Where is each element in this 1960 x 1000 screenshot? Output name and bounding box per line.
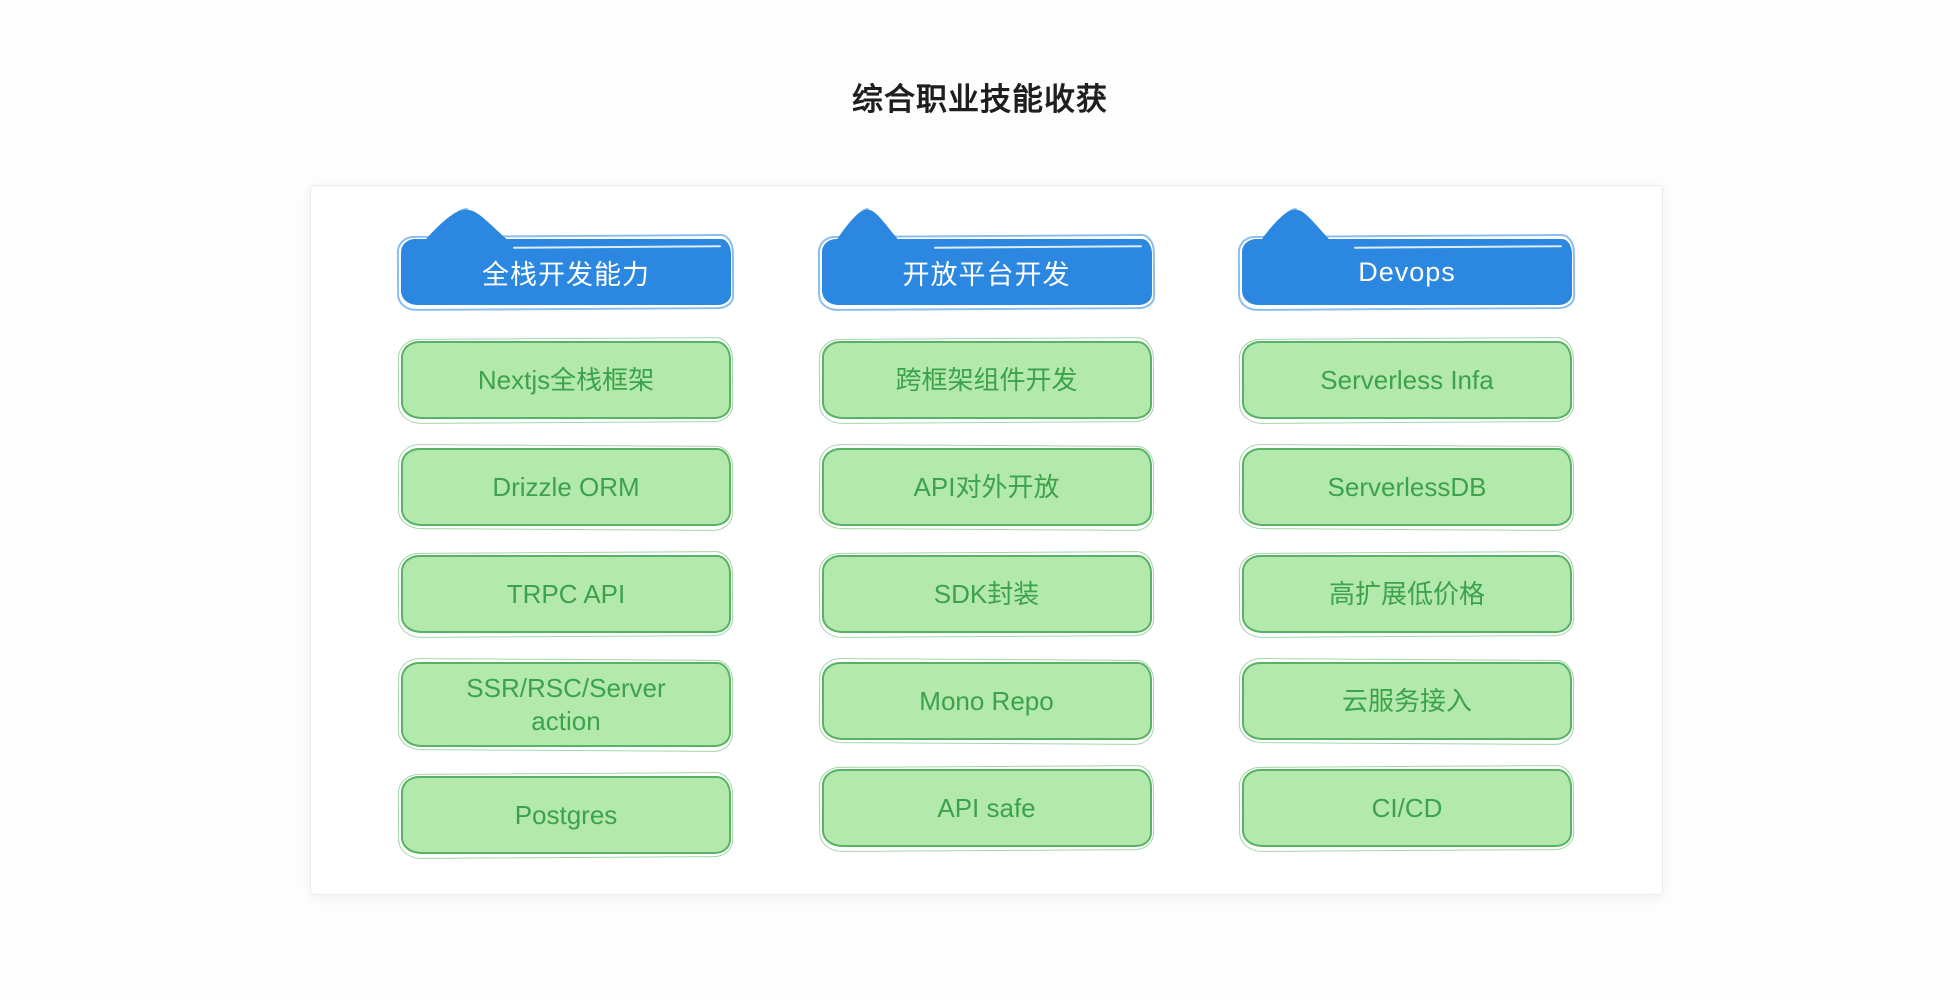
skill-node: 云服务接入 <box>1242 662 1572 740</box>
skill-node: API对外开放 <box>821 448 1152 526</box>
skill-node: CI/CD <box>1242 769 1572 847</box>
page-title: 综合职业技能收获 <box>852 82 1108 117</box>
skill-node: Mono Repo <box>821 662 1152 740</box>
header-bump-shape <box>1257 208 1335 246</box>
skill-node: Postgres <box>401 776 731 854</box>
column-header-label: 开放平台开发 <box>902 259 1071 290</box>
skill-node: Serverless Infa <box>1242 341 1572 419</box>
skill-node: 跨框架组件开发 <box>821 341 1152 419</box>
skill-node-label: 云服务接入 <box>1341 685 1472 716</box>
skill-node-label: Postgres <box>514 799 618 830</box>
column-header-devops: Devops <box>1242 208 1572 305</box>
skill-column-openplatform: 开放平台开发 跨框架组件开发 API对外开放 SDK封装 Mono Repo A… <box>821 186 1152 894</box>
skill-node-label: CI/CD <box>1371 792 1443 823</box>
skill-node: Drizzle ORM <box>401 448 731 526</box>
skills-card: 全栈开发能力 Nextjs全栈框架 Drizzle ORM TRPC API S… <box>310 185 1663 895</box>
skill-box-list: 跨框架组件开发 API对外开放 SDK封装 Mono Repo API safe <box>821 341 1152 847</box>
column-header-label: Devops <box>1358 256 1456 287</box>
skill-node: TRPC API <box>401 555 731 633</box>
skill-node-label: ServerlessDB <box>1327 471 1487 502</box>
skill-column-fullstack: 全栈开发能力 Nextjs全栈框架 Drizzle ORM TRPC API S… <box>401 186 731 894</box>
header-bump-shape <box>832 208 903 246</box>
column-header-openplatform: 开放平台开发 <box>821 208 1152 305</box>
skill-node: ServerlessDB <box>1242 448 1572 526</box>
skill-column-devops: Devops Serverless Infa ServerlessDB 高扩展低… <box>1242 186 1572 894</box>
skill-node-label: Mono Repo <box>919 685 1054 716</box>
skill-node-label: TRPC API <box>506 578 626 609</box>
skill-box-list: Nextjs全栈框架 Drizzle ORM TRPC API SSR/RSC/… <box>401 341 731 854</box>
skill-node-label: SDK封装 <box>933 578 1040 609</box>
skill-node-label: Drizzle ORM <box>492 471 640 502</box>
column-header-fullstack: 全栈开发能力 <box>401 208 731 305</box>
skill-node: SDK封装 <box>821 555 1152 633</box>
skill-node: 高扩展低价格 <box>1242 555 1572 633</box>
skill-node-label: Nextjs全栈框架 <box>477 364 655 395</box>
skill-node-label: 跨框架组件开发 <box>895 364 1078 395</box>
skill-node-label: SSR/RSC/Server action <box>466 673 666 736</box>
skill-node: Nextjs全栈框架 <box>401 341 731 419</box>
skill-node-label: API safe <box>937 792 1036 823</box>
skill-node-label: API对外开放 <box>913 471 1060 502</box>
skill-node: API safe <box>821 769 1152 847</box>
header-bump-shape <box>420 208 514 246</box>
skill-node-label: 高扩展低价格 <box>1328 578 1485 609</box>
skill-box-list: Serverless Infa ServerlessDB 高扩展低价格 云服务接… <box>1242 341 1572 847</box>
skill-node-label: Serverless Infa <box>1320 364 1494 395</box>
column-header-label: 全栈开发能力 <box>482 259 650 290</box>
skill-node: SSR/RSC/Server action <box>401 662 731 747</box>
